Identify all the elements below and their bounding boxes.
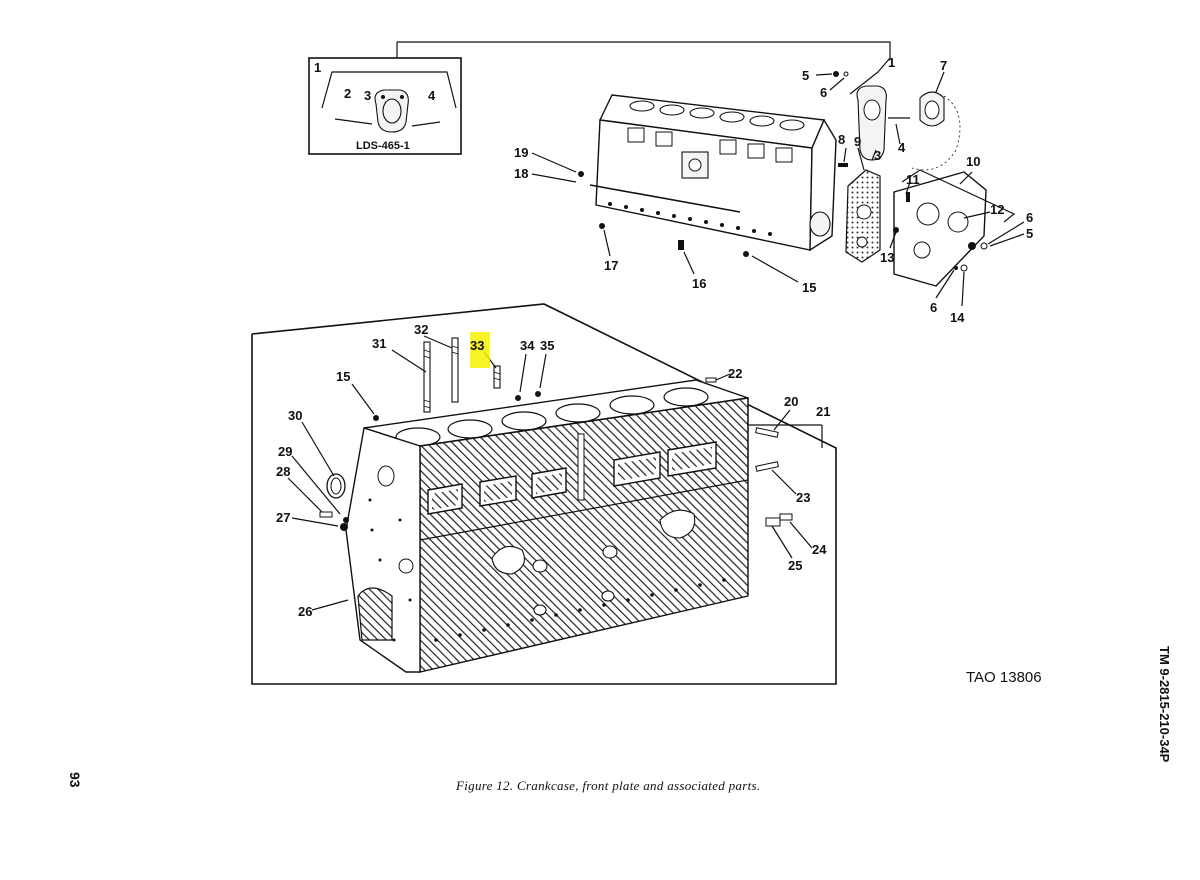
callout-label: 15	[802, 280, 816, 295]
callout-label: 6	[930, 300, 937, 315]
callout-label: 13	[880, 250, 894, 265]
callout-label: 35	[540, 338, 554, 353]
callout-label: 1	[888, 55, 895, 70]
callout-label: 24	[812, 542, 827, 557]
callout-label: 32	[414, 322, 428, 337]
callout-label: 28	[276, 464, 290, 479]
callout-label: 12	[990, 202, 1004, 217]
callout-label: 31	[372, 336, 386, 351]
inset-id: LDS-465-1	[356, 140, 410, 152]
callout-label: 23	[796, 490, 810, 505]
callout-highlight	[470, 332, 490, 368]
callout-label: 1	[314, 60, 321, 75]
callout-label: 4	[898, 140, 906, 155]
callout-label: 18	[514, 166, 528, 181]
page-number: 93	[67, 772, 83, 788]
callout-label: 25	[788, 558, 802, 573]
document-id: TM 9-2815-210-34P	[1157, 646, 1172, 763]
bottom-callout-labels: 31 32 33 34 35 22 15 30 29 28 27 26 20 2…	[276, 322, 830, 619]
callout-label: 4	[428, 88, 436, 103]
callout-label: 17	[604, 258, 618, 273]
drawing-id: TAO 13806	[966, 669, 1042, 686]
callout-label: 29	[278, 444, 292, 459]
callout-label: 16	[692, 276, 706, 291]
inset-callout-labels: 1 2 3 4 LDS-465-1	[314, 60, 436, 152]
callout-label: 7	[940, 58, 947, 73]
callout-label: 3	[364, 88, 371, 103]
callout-label: 5	[1026, 226, 1033, 241]
crankcase-detail-bottom	[251, 303, 837, 685]
callout-label: 10	[966, 154, 980, 169]
callout-label: 21	[816, 404, 830, 419]
callout-label: 34	[520, 338, 535, 353]
callout-label: 5	[802, 68, 809, 83]
callout-label: 30	[288, 408, 302, 423]
inset-detail	[308, 41, 891, 155]
figure-caption: Figure 12. Crankcase, front plate and as…	[455, 778, 760, 793]
crankcase-assembly-top	[531, 57, 1025, 307]
callout-label: 6	[1026, 210, 1033, 225]
callout-label: 2	[344, 86, 351, 101]
callout-label: 20	[784, 394, 798, 409]
callout-label: 27	[276, 510, 290, 525]
callout-label: 3	[874, 148, 881, 163]
callout-label: 8	[838, 132, 845, 147]
callout-label: 26	[298, 604, 312, 619]
callout-label: 22	[728, 366, 742, 381]
callout-label: 15	[336, 369, 350, 384]
callout-label: 19	[514, 145, 528, 160]
callout-label: 33	[470, 338, 484, 353]
top-callout-labels: 1 5 6 7 8 9 3 4 10 11 12 6 5 13 6 14 19 …	[514, 55, 1033, 325]
callout-label: 6	[820, 85, 827, 100]
callout-label: 9	[854, 134, 861, 149]
callout-label: 14	[950, 310, 965, 325]
callout-label: 11	[906, 172, 920, 187]
